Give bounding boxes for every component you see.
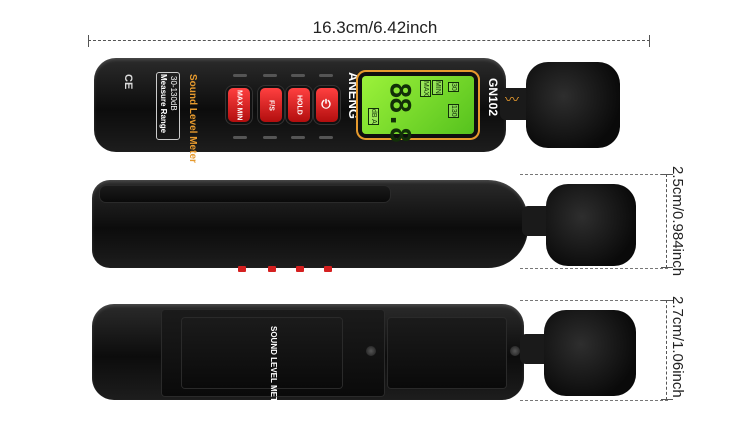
depth-dimension-label: 2.7cm/1.06inch xyxy=(669,296,686,398)
lcd-tag-min: MIN xyxy=(432,80,443,95)
lcd-tag-130: 130 xyxy=(448,104,459,118)
height-guide-bottom xyxy=(520,268,668,270)
microphone-windscreen-side xyxy=(546,184,636,266)
height-guide-top xyxy=(520,174,668,176)
lcd-unit: dB A xyxy=(368,108,379,125)
product-name: Sound Level Meter xyxy=(187,74,198,163)
range-label-box xyxy=(156,72,180,140)
microphone-windscreen xyxy=(526,62,620,148)
max-min-button[interactable]: MAX MIN xyxy=(228,88,250,122)
hold-button[interactable]: HOLD xyxy=(288,88,310,122)
height-dimension-label: 2.5cm/0.984inch xyxy=(669,166,686,277)
vent xyxy=(291,136,305,139)
ce-mark: CE xyxy=(122,74,134,90)
lcd-reading: 88.8 xyxy=(384,82,417,142)
microphone-windscreen-back xyxy=(544,310,636,396)
measure-range-title: Measure Range xyxy=(159,74,168,134)
brand-logo: ANENG xyxy=(346,72,361,119)
lcd-tag-30: 30 xyxy=(448,82,459,92)
vent xyxy=(233,74,247,77)
depth-guide-bottom xyxy=(520,400,668,402)
back-product-label: SOUND LEVEL METER xyxy=(269,326,278,413)
sound-wave-icon: 〰 xyxy=(504,92,520,106)
lcd-tag-max: MAX xyxy=(420,80,431,98)
vent xyxy=(291,74,305,77)
red-button-edge xyxy=(324,266,332,272)
vent xyxy=(233,136,247,139)
fs-button[interactable]: F/S xyxy=(260,88,282,122)
red-button-edge xyxy=(238,266,246,272)
height-dimension-line xyxy=(661,174,673,268)
length-dimension-line xyxy=(88,35,650,47)
model-name: GN102 xyxy=(486,78,500,117)
red-button-edge xyxy=(296,266,304,272)
battery-screw xyxy=(366,346,376,356)
depth-dimension-line xyxy=(661,300,673,400)
vent xyxy=(319,74,333,77)
vent xyxy=(263,74,277,77)
red-button-edge xyxy=(268,266,276,272)
vent xyxy=(319,136,333,139)
lcd-display: 88.8 dB A MAX MIN 30 130 xyxy=(362,76,474,141)
back-right-panel xyxy=(388,318,506,388)
length-dimension-label: 16.3cm/6.42inch xyxy=(312,18,438,37)
power-icon: ⏻ xyxy=(320,99,334,111)
vent xyxy=(263,136,277,139)
side-edge-strip xyxy=(100,186,390,202)
depth-guide-top xyxy=(520,300,668,302)
back-label-panel xyxy=(182,318,342,388)
measure-range-value: 30-130dB xyxy=(169,76,178,111)
lanyard-hole xyxy=(510,346,520,356)
power-button[interactable]: ⏻ xyxy=(316,88,338,122)
